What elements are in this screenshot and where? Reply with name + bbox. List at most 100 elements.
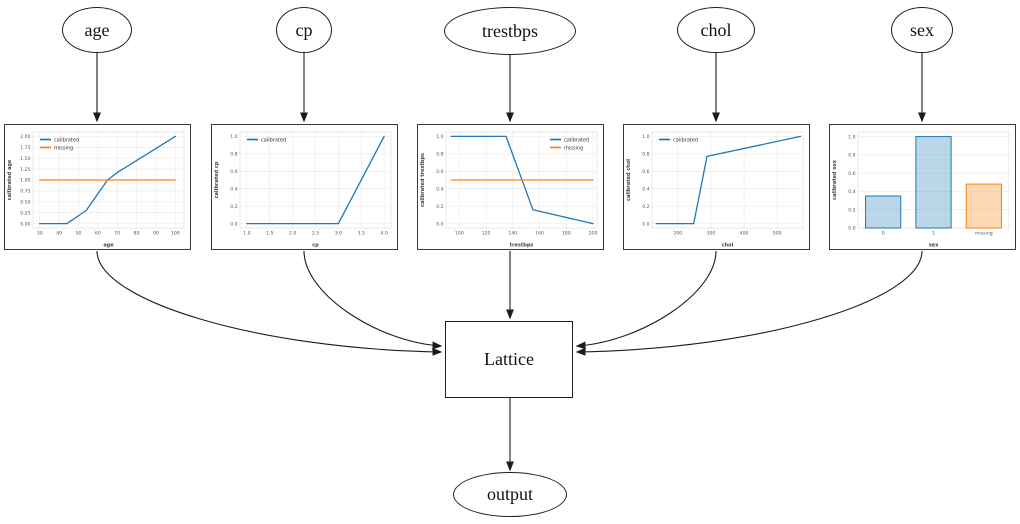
edge-sex-calibrator-to-lattice xyxy=(575,250,923,356)
node-age-label: age xyxy=(84,19,110,40)
svg-text:calibrated cp: calibrated cp xyxy=(214,161,220,198)
svg-text:140: 140 xyxy=(508,231,517,237)
svg-text:0.4: 0.4 xyxy=(436,186,443,192)
svg-text:500: 500 xyxy=(773,231,782,237)
node-lattice: Lattice xyxy=(445,321,573,398)
svg-text:60: 60 xyxy=(95,231,101,237)
svg-text:160: 160 xyxy=(535,231,544,237)
svg-text:cp: cp xyxy=(312,243,319,249)
svg-text:3.5: 3.5 xyxy=(358,231,365,237)
svg-text:0.2: 0.2 xyxy=(848,207,855,213)
svg-text:120: 120 xyxy=(482,231,491,237)
svg-text:chol: chol xyxy=(722,243,734,249)
svg-text:1.0: 1.0 xyxy=(642,134,649,140)
svg-text:missing: missing xyxy=(564,145,583,151)
svg-text:80: 80 xyxy=(134,231,140,237)
svg-text:100: 100 xyxy=(455,231,464,237)
calibration-chart-sex: 0.0 0.2 0.4 0.6 0.8 1.0 0 1 missing sex calibrated… xyxy=(829,124,1016,250)
svg-text:0: 0 xyxy=(882,231,885,237)
svg-text:300: 300 xyxy=(707,231,716,237)
svg-text:0.0: 0.0 xyxy=(436,221,443,227)
svg-text:1.50: 1.50 xyxy=(20,156,30,162)
node-chol-label: chol xyxy=(700,19,732,40)
svg-text:calibrated age: calibrated age xyxy=(7,159,13,200)
svg-text:1.5: 1.5 xyxy=(266,231,273,237)
node-age: age xyxy=(62,7,132,53)
svg-text:0.0: 0.0 xyxy=(848,226,855,232)
svg-text:1.75: 1.75 xyxy=(20,145,30,151)
svg-text:0.8: 0.8 xyxy=(642,152,649,158)
svg-text:1.0: 1.0 xyxy=(436,134,443,140)
svg-text:0.8: 0.8 xyxy=(848,153,855,159)
svg-text:1: 1 xyxy=(932,231,935,237)
svg-text:0.6: 0.6 xyxy=(436,169,443,175)
svg-text:1.0: 1.0 xyxy=(243,231,250,237)
svg-text:400: 400 xyxy=(740,231,749,237)
edge-age-calibrator-to-lattice xyxy=(96,250,443,356)
svg-text:4.0: 4.0 xyxy=(380,231,387,237)
svg-text:90: 90 xyxy=(153,231,159,237)
svg-text:100: 100 xyxy=(171,231,180,237)
svg-text:calibrated sex: calibrated sex xyxy=(832,159,838,200)
svg-text:50: 50 xyxy=(76,231,82,237)
node-sex: sex xyxy=(891,7,953,53)
svg-text:sex: sex xyxy=(929,243,939,249)
node-lattice-label: Lattice xyxy=(484,349,534,369)
svg-text:0.6: 0.6 xyxy=(230,169,237,175)
svg-text:0.25: 0.25 xyxy=(20,210,30,216)
calibration-chart-chol: 0.0 0.2 0.4 0.6 0.8 1.0 200 300 400 500 chol calibr… xyxy=(623,124,810,250)
svg-text:70: 70 xyxy=(114,231,120,237)
svg-text:0.2: 0.2 xyxy=(642,204,649,210)
svg-text:trestbps: trestbps xyxy=(510,243,534,249)
svg-text:0.6: 0.6 xyxy=(642,169,649,175)
svg-text:age: age xyxy=(103,243,114,249)
svg-text:0.0: 0.0 xyxy=(642,221,649,227)
node-output: output xyxy=(453,472,567,517)
chart-canvas-sex: 0.0 0.2 0.4 0.6 0.8 1.0 0 1 missing sex calibrated… xyxy=(832,131,1010,249)
svg-text:0.75: 0.75 xyxy=(20,189,30,195)
node-sex-label: sex xyxy=(910,19,934,40)
svg-text:30: 30 xyxy=(37,231,43,237)
svg-text:0.0: 0.0 xyxy=(230,221,237,227)
svg-text:calibrated trestbps: calibrated trestbps xyxy=(420,153,426,207)
svg-text:200: 200 xyxy=(589,231,598,237)
svg-text:0.4: 0.4 xyxy=(848,189,855,195)
svg-text:0.4: 0.4 xyxy=(230,186,237,192)
edge-cp-calibrator-to-lattice xyxy=(303,250,443,350)
svg-text:0.2: 0.2 xyxy=(436,204,443,210)
svg-text:2.0: 2.0 xyxy=(289,231,296,237)
svg-text:0.2: 0.2 xyxy=(230,204,237,210)
svg-text:1.0: 1.0 xyxy=(230,134,237,140)
node-trestbps-label: trestbps xyxy=(482,20,538,41)
svg-text:calibrated: calibrated xyxy=(564,137,589,143)
edge-chol-calibrator-to-lattice xyxy=(575,250,717,350)
svg-text:40: 40 xyxy=(56,231,62,237)
svg-text:calibrated: calibrated xyxy=(54,137,79,143)
svg-text:calibrated: calibrated xyxy=(673,137,698,143)
svg-text:1.0: 1.0 xyxy=(848,134,855,140)
calibration-chart-trestbps: 0.0 0.2 0.4 0.6 0.8 1.0 100 120 140 160 180 200 tres… xyxy=(417,124,604,250)
svg-text:missing: missing xyxy=(54,145,73,151)
svg-text:180: 180 xyxy=(562,231,571,237)
svg-text:1.25: 1.25 xyxy=(20,167,30,173)
svg-text:0.50: 0.50 xyxy=(20,200,30,206)
svg-text:missing: missing xyxy=(975,231,993,237)
svg-text:200: 200 xyxy=(673,231,682,237)
node-output-label: output xyxy=(486,484,533,504)
svg-text:0.00: 0.00 xyxy=(20,221,30,227)
svg-text:0.8: 0.8 xyxy=(436,152,443,158)
node-trestbps: trestbps xyxy=(444,7,576,55)
svg-text:calibrated: calibrated xyxy=(261,137,286,143)
svg-text:2.5: 2.5 xyxy=(312,231,319,237)
svg-text:3.0: 3.0 xyxy=(335,231,342,237)
svg-text:0.6: 0.6 xyxy=(848,171,855,177)
node-cp: cp xyxy=(276,7,332,53)
svg-text:0.4: 0.4 xyxy=(642,186,649,192)
chart-canvas-trestbps: 0.0 0.2 0.4 0.6 0.8 1.0 100 120 140 160 180 200 tres… xyxy=(420,131,598,249)
